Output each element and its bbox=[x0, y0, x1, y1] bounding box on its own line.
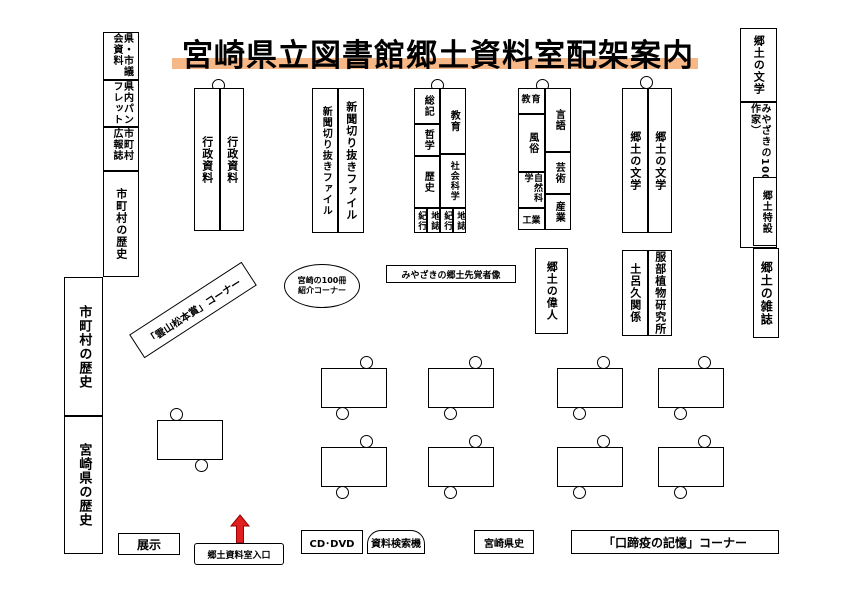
reading-table[interactable] bbox=[321, 368, 387, 408]
shelf-shakai-kagaku[interactable]: 社会科学 bbox=[440, 154, 466, 208]
cd-dvd-shelf[interactable]: CD･DVD bbox=[301, 530, 363, 554]
reading-table[interactable] bbox=[658, 368, 724, 408]
catalog-search-terminal[interactable]: 資料検索機 bbox=[367, 530, 425, 554]
shelf-geijutsu[interactable]: 芸術 bbox=[545, 152, 571, 194]
shelf-kyoiku[interactable]: 教育 bbox=[440, 88, 466, 154]
chair bbox=[573, 486, 586, 499]
shelf-gengo[interactable]: 言語 bbox=[545, 88, 571, 152]
shelf-prefecture-history[interactable]: 宮崎県の歴史 bbox=[64, 416, 103, 554]
shelf-newspaper-clippings-right[interactable]: 新聞切り抜きファイル bbox=[338, 88, 364, 233]
shelf-toroku[interactable]: 土呂久関係 bbox=[622, 250, 648, 336]
shelf-rekishi[interactable]: 歴史 bbox=[414, 156, 440, 208]
chair bbox=[195, 459, 208, 472]
shelf-wall-local-literature[interactable]: 郷土の文学 bbox=[740, 28, 777, 102]
shelf-municipal-history-upper[interactable]: 市町村の歴史 bbox=[103, 171, 139, 277]
reading-table[interactable] bbox=[428, 447, 494, 487]
shelf-local-literature-left[interactable]: 郷土の文学 bbox=[622, 88, 648, 233]
foot-and-mouth-memory-corner[interactable]: 「口蹄疫の記憶」コーナー bbox=[571, 530, 779, 554]
kumoyama-matsumoto-corner[interactable]: 「雲山松本賞」コーナー bbox=[129, 261, 257, 359]
shelf-local-literature-right[interactable]: 郷土の文学 bbox=[648, 88, 672, 233]
chair bbox=[674, 486, 687, 499]
shelf-miyazaki-100-books[interactable]: みやざきの100冊（郷土の作家） bbox=[740, 102, 777, 248]
shelf-local-special[interactable]: 郷土特設 bbox=[753, 177, 777, 246]
title-highlight-band bbox=[172, 58, 698, 69]
shelf-local-great-figures[interactable]: 郷土の偉人 bbox=[535, 248, 568, 334]
exhibit-area[interactable]: 展示 bbox=[118, 533, 180, 555]
shelf-kiko-2[interactable]: 紀行 bbox=[440, 208, 453, 233]
reading-table[interactable] bbox=[321, 447, 387, 487]
chair bbox=[573, 407, 586, 420]
reading-table[interactable] bbox=[658, 447, 724, 487]
shelf-tetsugaku[interactable]: 哲学 bbox=[414, 124, 440, 156]
entrance-arrow-icon bbox=[230, 514, 250, 544]
miyazaki-prefectural-history-shelf[interactable]: 宮崎県史 bbox=[474, 530, 534, 554]
shelf-fuzoku[interactable]: 風俗 bbox=[518, 114, 545, 172]
shelf-chishi-1[interactable]: 地誌 bbox=[427, 208, 440, 233]
chair bbox=[336, 407, 349, 420]
page-title: 宮崎県立図書館郷土資料室配架案内 bbox=[182, 37, 694, 74]
chair bbox=[444, 407, 457, 420]
shelf-municipal-history-lower[interactable]: 市町村の歴史 bbox=[64, 277, 103, 416]
shelf-shizen-kagaku[interactable]: 自然科学 bbox=[518, 172, 545, 208]
shelf-sangyo[interactable]: 産業 bbox=[545, 194, 571, 230]
shelf-prefecture-pamphlets[interactable]: 県内パンフレット bbox=[103, 80, 139, 127]
chair bbox=[336, 486, 349, 499]
shelf-kogyo[interactable]: 工業 bbox=[518, 208, 545, 230]
shelf-kyoiku-2[interactable]: 教育 bbox=[518, 88, 545, 114]
shelf-chishi-2[interactable]: 地誌 bbox=[453, 208, 466, 233]
shelf-council-materials[interactable]: 県・市議会資料 bbox=[103, 32, 139, 80]
chair bbox=[674, 407, 687, 420]
reading-table[interactable] bbox=[557, 447, 623, 487]
reading-table[interactable] bbox=[157, 420, 223, 460]
local-materials-room-entrance[interactable]: 郷土資料室入口 bbox=[194, 543, 284, 565]
shelf-local-magazines[interactable]: 郷土の雑誌 bbox=[753, 248, 779, 338]
reading-table[interactable] bbox=[428, 368, 494, 408]
shelf-kiko-1[interactable]: 紀行 bbox=[414, 208, 427, 233]
shelf-admin-left[interactable]: 行政資料 bbox=[194, 88, 220, 231]
shelf-soki[interactable]: 総記 bbox=[414, 88, 440, 124]
shelf-hattori-botanical[interactable]: 服部植物研究所 bbox=[648, 250, 672, 336]
shelf-municipal-pr[interactable]: 市町村広報誌 bbox=[103, 127, 139, 171]
chair bbox=[444, 486, 457, 499]
shelf-admin-right[interactable]: 行政資料 bbox=[220, 88, 244, 231]
miyazaki-100-intro-corner[interactable]: 宮崎の100冊紹介コーナー bbox=[284, 264, 360, 308]
shelf-newspaper-clippings-left[interactable]: 新聞切り抜きファイル bbox=[312, 88, 338, 233]
local-pioneers-statues[interactable]: みやざきの郷土先覚者像 bbox=[386, 265, 516, 283]
reading-table[interactable] bbox=[557, 368, 623, 408]
